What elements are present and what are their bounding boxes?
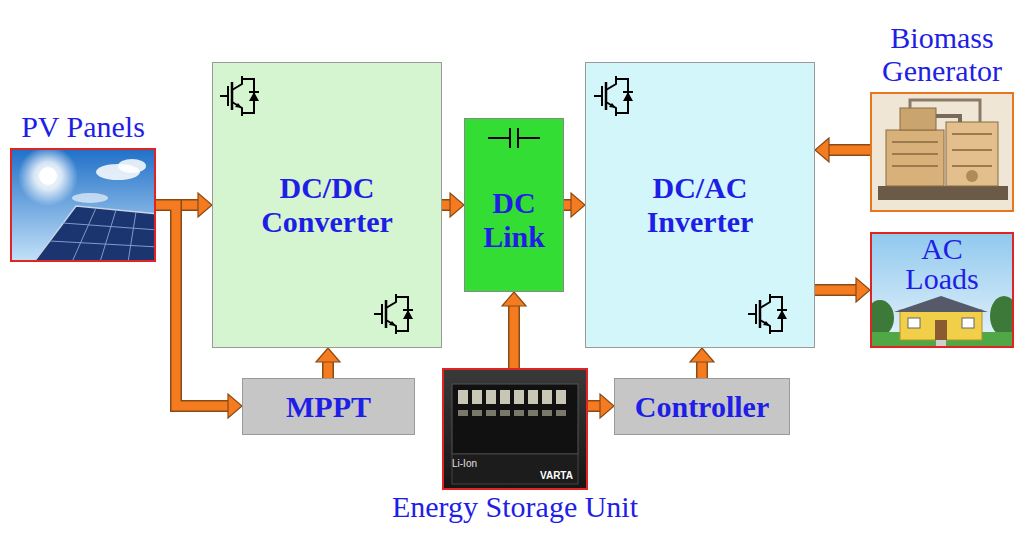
controller-box: Controller xyxy=(614,378,790,435)
box-label: MPPT xyxy=(286,390,371,424)
flow-arrow xyxy=(564,193,585,217)
dc-link-box: DC Link xyxy=(464,118,564,292)
flow-arrow xyxy=(316,348,340,378)
pv-panels: PV Panels xyxy=(10,148,156,262)
part-label: Biomass Generator xyxy=(870,21,1014,88)
flow-arrow xyxy=(588,394,614,418)
pv-panel-picture xyxy=(10,148,156,262)
generator-picture xyxy=(870,92,1014,212)
flow-arrow xyxy=(815,278,870,302)
igbt-symbol xyxy=(220,76,259,116)
house-picture xyxy=(870,232,1014,348)
part-label: Energy Storage Unit xyxy=(392,490,638,524)
brand-label: Li-Ion xyxy=(452,458,477,469)
flow-arrow xyxy=(690,348,714,378)
battery-picture xyxy=(442,368,588,490)
ac-loads: AC Loads xyxy=(870,232,1014,348)
igbt-symbol xyxy=(594,76,633,116)
igbt-symbol xyxy=(748,294,787,334)
part-label: PV Panels xyxy=(0,110,168,144)
flow-arrow xyxy=(815,138,870,162)
flow-arrow xyxy=(502,292,526,368)
converter-box: DC/DC Converter xyxy=(212,62,442,348)
box-label: Controller xyxy=(635,390,769,424)
mppt-box: MPPT xyxy=(242,378,415,435)
capacitor-symbol xyxy=(488,128,540,148)
box-label: DC Link xyxy=(472,186,556,253)
biomass-generator: Biomass Generator xyxy=(870,92,1014,212)
brand-label: VARTA xyxy=(540,470,573,481)
part-label: AC Loads xyxy=(897,234,987,294)
box-label: DC/DC Converter xyxy=(227,171,427,238)
box-label: DC/AC Inverter xyxy=(610,171,790,238)
igbt-symbol xyxy=(374,294,413,334)
inverter-box: DC/AC Inverter xyxy=(585,62,815,348)
flow-arrow xyxy=(442,193,464,217)
